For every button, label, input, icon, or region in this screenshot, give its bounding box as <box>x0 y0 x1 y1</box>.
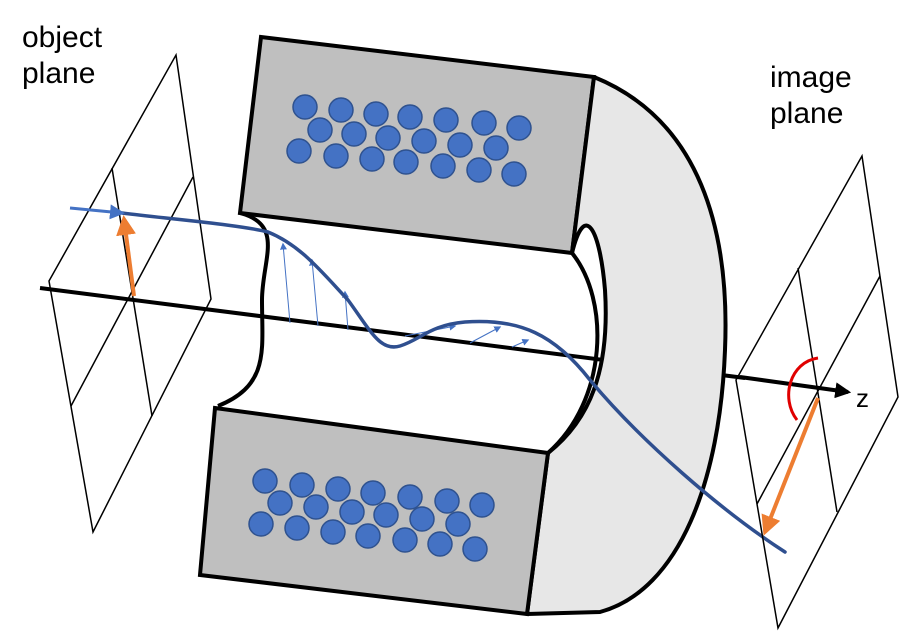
coil-winding <box>445 511 471 537</box>
coil-winding <box>359 146 385 172</box>
coil-winding <box>339 499 365 525</box>
coil-winding <box>409 506 435 532</box>
coil-winding <box>252 468 278 494</box>
rotation-angle-arc <box>787 356 819 421</box>
object-plane-outline <box>48 52 212 535</box>
object-plane-label: object plane <box>22 20 102 92</box>
coil-winding <box>506 115 532 141</box>
coil-winding <box>397 484 423 510</box>
coil-winding <box>393 149 419 175</box>
electron-path <box>120 211 787 554</box>
field-arrow <box>280 242 291 324</box>
coil-winding <box>466 157 492 183</box>
coil-winding <box>434 488 460 514</box>
axis-label: z <box>856 383 869 413</box>
coil-winding <box>433 107 459 133</box>
image-plane-outline <box>735 153 899 631</box>
incoming-beam-arrow <box>69 204 125 220</box>
image-plane-label-line1: image <box>770 61 852 94</box>
coil-winding <box>320 519 346 545</box>
coil-winding <box>355 523 381 549</box>
image-plane-grid-horizontal <box>756 275 881 505</box>
field-arrow <box>469 326 502 344</box>
coil-winding <box>325 476 351 502</box>
coil-winding <box>267 490 293 516</box>
yoke <box>525 75 728 616</box>
object-plane-label-line1: object <box>22 21 103 54</box>
coil-winding <box>303 494 329 520</box>
coil-winding <box>284 515 310 541</box>
coil-winding <box>447 132 473 158</box>
coil-winding <box>411 128 437 154</box>
coil-winding <box>289 472 315 498</box>
coil-winding <box>427 531 453 557</box>
field-arrow <box>309 258 319 327</box>
coil-winding <box>462 536 488 562</box>
coil-winding <box>373 502 399 528</box>
coil-winding <box>286 138 312 164</box>
upper-coil-windings <box>286 94 532 187</box>
coil-winding <box>430 153 456 179</box>
coil-winding <box>328 97 354 123</box>
coil-winding <box>307 117 333 143</box>
lower-coil-windings <box>248 468 495 562</box>
coil-winding <box>341 121 367 147</box>
image-arrow <box>761 397 820 536</box>
object-arrow <box>116 215 136 297</box>
coil-winding <box>483 135 509 161</box>
bore-right-edge <box>546 251 600 455</box>
coil-winding <box>397 104 423 130</box>
image-plane <box>735 153 899 631</box>
field-arrows <box>280 242 530 348</box>
coil-winding <box>323 143 349 169</box>
coil-winding <box>292 94 318 120</box>
image-plane-label: image plane <box>770 60 852 132</box>
optical-axis-end <box>739 375 852 399</box>
coil-winding <box>501 161 527 187</box>
field-arrow <box>511 339 530 348</box>
coil-winding <box>471 110 497 136</box>
coil-winding <box>392 527 418 553</box>
coil-winding <box>360 480 386 506</box>
coil-winding <box>469 492 495 518</box>
bore-left-edge <box>217 211 270 408</box>
coil-winding <box>375 125 401 151</box>
object-plane-label-line2: plane <box>22 57 96 90</box>
image-plane-grid-vertical <box>797 267 838 513</box>
coil-winding <box>248 511 274 537</box>
image-plane-label-line2: plane <box>770 97 844 130</box>
coil-winding <box>363 101 389 127</box>
